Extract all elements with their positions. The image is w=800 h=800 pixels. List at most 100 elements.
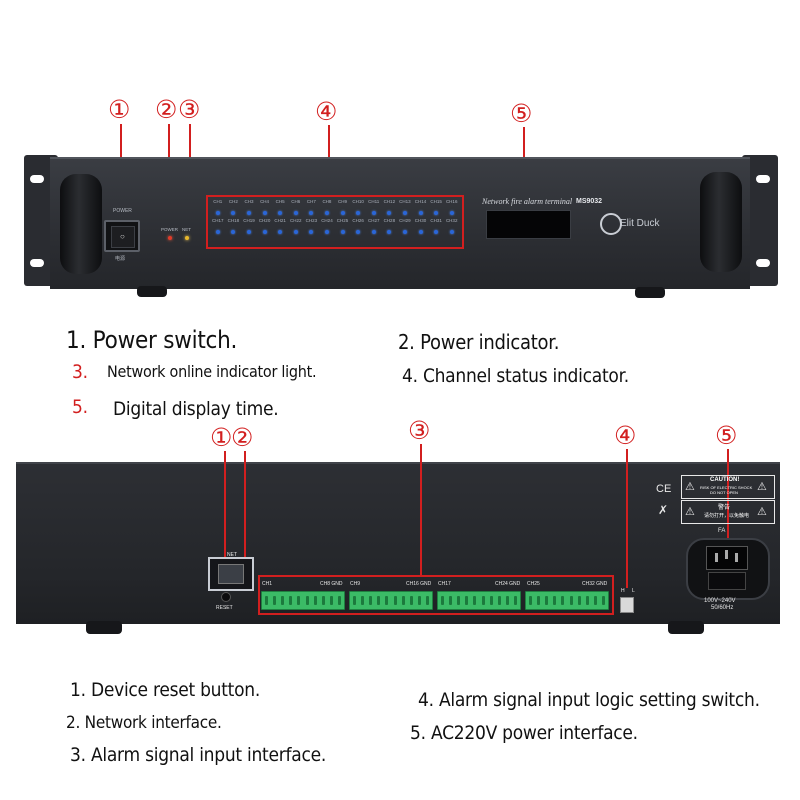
terminal-label-left: CH1 (262, 581, 273, 587)
back-callout-5: ⑤ (715, 421, 738, 450)
terminal-label-left: CH25 (527, 581, 540, 587)
brand-logo-icon (600, 213, 622, 235)
net-indicator-led (185, 236, 189, 240)
rack-hole (30, 259, 44, 267)
front-callout-3: ③ (178, 95, 201, 124)
terminal-block[interactable] (349, 591, 433, 610)
channel-label: CH13 (399, 199, 411, 204)
channel-label: CH5 (275, 199, 285, 204)
power-rocker-mark: ○ (120, 232, 125, 241)
terminal-screw (544, 596, 548, 605)
front-callout-1: ① (108, 95, 131, 124)
front-caption-3: Network online indicator light. (107, 362, 317, 381)
back-caption-3: 3. Alarm signal input interface. (70, 744, 327, 766)
back-leader-line-5 (727, 449, 729, 549)
terminal-screw (561, 596, 565, 605)
network-interface[interactable] (208, 557, 254, 591)
channel-status-led (434, 230, 439, 234)
channel-label: CH11 (368, 199, 380, 204)
channel-label: CH32 (445, 218, 458, 223)
weee-bin-icon: ✗ (658, 503, 669, 517)
front-chassis (50, 157, 750, 289)
alarm-input-highlight (258, 575, 614, 615)
channel-status-led (387, 230, 392, 234)
terminal-screw (297, 596, 301, 605)
channel-label: CH17 (212, 218, 224, 223)
terminal-screw (465, 596, 469, 605)
terminal-screw (368, 596, 372, 605)
terminal-screw (338, 596, 342, 605)
back-caption-1: 1. Device reset button. (70, 679, 261, 701)
channel-label: CH2 (228, 199, 238, 204)
back-callout-2: ② (231, 423, 254, 452)
terminal-label-right: CH16 GND (406, 581, 432, 587)
channel-status-led (309, 211, 314, 215)
terminal-block[interactable] (437, 591, 521, 610)
rj45-socket[interactable] (218, 564, 244, 584)
channel-label: CH6 (291, 199, 301, 204)
channel-label: CH4 (260, 199, 270, 204)
channel-label: CH3 (244, 199, 254, 204)
iec-socket[interactable] (706, 546, 748, 570)
terminal-screw (272, 596, 276, 605)
terminal-screw (577, 596, 581, 605)
terminal-screw (585, 596, 589, 605)
terminal-screw (440, 596, 444, 605)
channel-label: CH19 (243, 218, 255, 223)
channel-label: CH15 (430, 199, 442, 204)
channel-status-led (278, 211, 283, 215)
channel-status-led (387, 211, 392, 215)
logic-setting-switch[interactable] (620, 597, 634, 613)
terminal-screw (330, 596, 334, 605)
channel-label: CH23 (305, 218, 318, 223)
device-title: Network fire alarm terminal (482, 197, 573, 206)
channel-status-led (278, 230, 283, 234)
power-switch[interactable]: ○ (104, 220, 140, 252)
channel-status-led (231, 211, 236, 215)
back-foot (668, 621, 704, 634)
terminal-screw (393, 596, 397, 605)
channel-status-led (449, 211, 454, 215)
channel-status-led (246, 230, 251, 234)
terminal-screw (536, 596, 540, 605)
channel-label: CH14 (414, 199, 427, 204)
front-left-handle (60, 174, 102, 274)
terminal-screw (602, 596, 606, 605)
terminal-screw (385, 596, 389, 605)
channel-label: CH30 (414, 218, 427, 223)
power-rating: 100V~240V (704, 598, 736, 604)
terminal-screw (409, 596, 413, 605)
back-foot (86, 621, 122, 634)
warning-triangle-icon: ⚠ (757, 481, 767, 493)
channel-label: CH20 (258, 218, 271, 223)
terminal-screw (401, 596, 405, 605)
rack-hole (756, 175, 770, 183)
digital-display (486, 210, 571, 239)
back-leader-line-1 (224, 451, 226, 591)
power-rocker[interactable]: ○ (111, 226, 135, 248)
terminal-screw (473, 596, 477, 605)
channel-status-led (293, 230, 298, 234)
ac-power-interface[interactable] (686, 538, 770, 600)
front-caption-4: 4. Channel status indicator. (402, 365, 629, 387)
terminal-block[interactable] (525, 591, 609, 610)
terminal-label-left: CH9 (350, 581, 361, 587)
rack-hole (756, 259, 770, 267)
socket-pin (725, 550, 728, 559)
switch-label-h: H (621, 588, 625, 594)
terminal-screw (569, 596, 573, 605)
channel-label: CH31 (430, 218, 442, 223)
channel-status-led (371, 230, 376, 234)
brand-logo-text: Elit Duck (620, 218, 660, 229)
warning-label-cn: ⚠ ⚠ 警告 请勿打开，以免触电 (681, 500, 775, 524)
channel-status-led (340, 211, 345, 215)
terminal-screw (360, 596, 364, 605)
back-caption-2: 2. Network interface. (66, 713, 222, 733)
power-frequency: 50/60Hz (711, 605, 734, 611)
terminal-block[interactable] (261, 591, 345, 610)
channel-status-led (402, 230, 407, 234)
reset-button[interactable] (221, 592, 231, 602)
channel-label: CH16 (445, 199, 458, 204)
fuse-holder[interactable] (708, 572, 746, 590)
back-callout-4: ④ (614, 421, 637, 450)
